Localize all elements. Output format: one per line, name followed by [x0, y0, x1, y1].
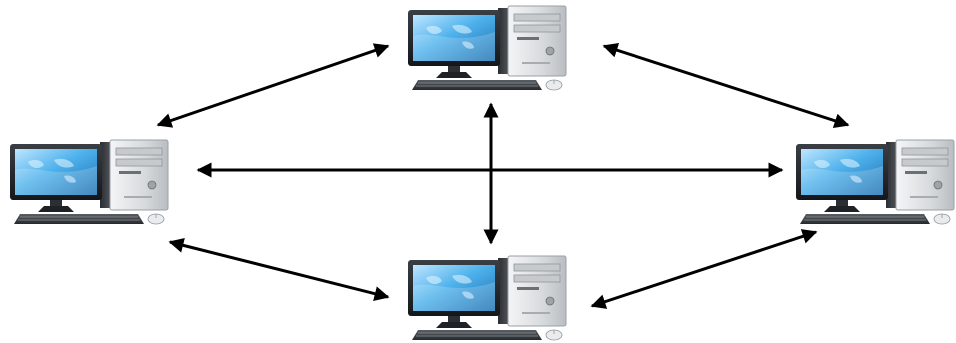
computer-left: [9, 139, 169, 225]
arrow-left-bottom: [168, 238, 390, 301]
computer-right: [795, 139, 955, 225]
arrow-group: [156, 43, 850, 309]
computer-bottom: [407, 255, 567, 341]
computer-top: [407, 5, 567, 91]
arrow-top-left: [156, 43, 390, 128]
arrow-right-bottom: [590, 229, 818, 309]
arrow-top-right: [602, 43, 850, 128]
